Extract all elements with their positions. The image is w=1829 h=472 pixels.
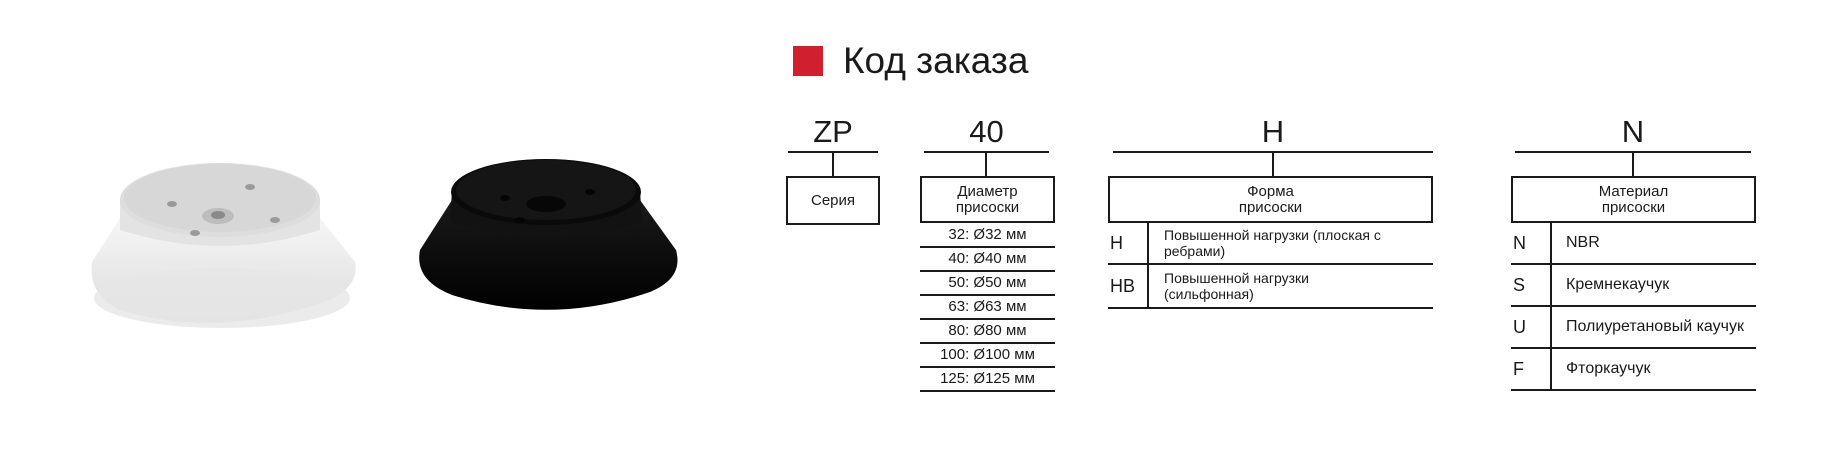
shape-option-code: H — [1108, 223, 1149, 263]
diameter-connector — [985, 151, 987, 176]
shape-option-hb: HB Повышенной нагрузки (сильфонная) — [1108, 265, 1433, 309]
diameter-label: Диаметр присоски — [955, 182, 1020, 216]
diameter-option-125: 125: Ø125 мм — [920, 368, 1055, 392]
material-option-code: S — [1511, 265, 1552, 305]
material-label: Материал присоски — [1598, 182, 1669, 216]
material-option-desc: Полиуретановый каучук — [1566, 318, 1744, 335]
diameter-option-100: 100: Ø100 мм — [920, 344, 1055, 368]
material-label-box: Материал присоски — [1511, 176, 1756, 223]
material-option-code: F — [1511, 349, 1552, 389]
shape-option-desc: Повышенной нагрузки (сильфонная) — [1164, 270, 1309, 302]
title-accent-square — [793, 46, 823, 76]
material-option-code: U — [1511, 307, 1552, 347]
material-option-desc: Фторкаучук — [1566, 360, 1651, 377]
material-option-f: F Фторкаучук — [1511, 349, 1756, 391]
shape-option-desc: Повышенной нагрузки (плоская с ребрами) — [1164, 227, 1381, 259]
diameter-label-box: Диаметр присоски — [920, 176, 1055, 223]
diameter-option-32: 32: Ø32 мм — [920, 224, 1055, 248]
series-label-box: Серия — [786, 176, 880, 225]
series-connector — [832, 151, 834, 176]
shape-option-h: H Повышенной нагрузки (плоская с ребрами… — [1108, 223, 1433, 265]
diameter-option-63: 63: Ø63 мм — [920, 296, 1055, 320]
diameter-option-80: 80: Ø80 мм — [920, 320, 1055, 344]
series-code: ZP — [813, 114, 853, 149]
material-option-desc: NBR — [1566, 234, 1600, 251]
series-label: Серия — [810, 191, 856, 209]
shape-label-box: Форма присоски — [1108, 176, 1433, 223]
page-title: Код заказа — [843, 40, 1029, 81]
shape-label: Форма присоски — [1238, 182, 1303, 216]
diameter-option-50: 50: Ø50 мм — [920, 272, 1055, 296]
material-code: N — [1621, 114, 1645, 149]
white-suction-cup-image — [91, 163, 356, 328]
material-option-n: N NBR — [1511, 223, 1756, 265]
shape-code: H — [1261, 114, 1285, 149]
diameter-option-40: 40: Ø40 мм — [920, 248, 1055, 272]
shape-connector — [1272, 151, 1274, 176]
material-option-desc: Кремнекаучук — [1566, 276, 1670, 293]
diameter-code: 40 — [969, 114, 1004, 149]
shape-option-code: HB — [1108, 265, 1149, 307]
black-suction-cup-image — [419, 159, 678, 310]
material-option-code: N — [1511, 223, 1552, 263]
material-option-u: U Полиуретановый каучук — [1511, 307, 1756, 349]
product-images — [91, 159, 678, 328]
material-option-s: S Кремнекаучук — [1511, 265, 1756, 307]
material-connector — [1632, 151, 1634, 176]
